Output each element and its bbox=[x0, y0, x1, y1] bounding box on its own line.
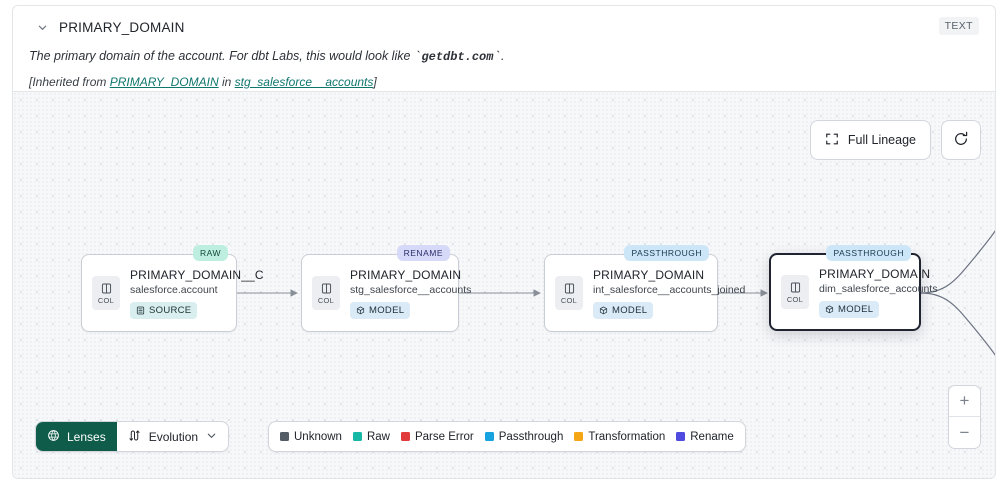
node-title: PRIMARY_DOMAIN bbox=[819, 266, 931, 281]
cube-icon bbox=[599, 306, 608, 314]
inherited-prefix: [Inherited from bbox=[29, 74, 110, 89]
legend-label: Unknown bbox=[294, 430, 342, 443]
node-kind-badge: MODEL bbox=[350, 301, 411, 319]
column-icon-label: COL bbox=[97, 295, 115, 305]
full-lineage-label: Full Lineage bbox=[847, 133, 916, 147]
column-icon-label: COL bbox=[560, 295, 578, 305]
lineage-legend: Unknown Raw Parse Error Passthrough Tran… bbox=[268, 421, 746, 452]
node-tag-badge: PASSTHROUGH bbox=[624, 245, 709, 261]
lineage-canvas[interactable]: RAW COL PRIMARY_DOMAIN__C salesforce.acc… bbox=[12, 91, 996, 479]
full-lineage-button[interactable]: Full Lineage bbox=[809, 120, 931, 160]
type-badge: TEXT bbox=[938, 17, 979, 35]
node-kind-badge: MODEL bbox=[593, 301, 654, 319]
canvas-controls: Full Lineage bbox=[809, 120, 981, 160]
node-kind-label: MODEL bbox=[612, 304, 648, 316]
node-body: PRIMARY_DOMAIN int_salesforce__accounts_… bbox=[593, 268, 745, 319]
zoom-controls: + − bbox=[948, 385, 981, 449]
lineage-node[interactable]: RENAME COL PRIMARY_DOMAIN stg_salesforce… bbox=[301, 245, 471, 332]
chevron-down-icon[interactable] bbox=[33, 18, 51, 36]
refresh-button[interactable] bbox=[941, 120, 981, 160]
lens-icon bbox=[47, 429, 60, 445]
chevron-down-icon bbox=[206, 430, 217, 444]
node-title: PRIMARY_DOMAIN bbox=[593, 267, 705, 282]
lineage-node[interactable]: PASSTHROUGH COL PRIMARY_DOMAIN int_sales… bbox=[544, 245, 745, 332]
legend-swatch-parse-error bbox=[400, 432, 410, 441]
lenses-button[interactable]: Lenses bbox=[36, 422, 117, 451]
legend-swatch-passthrough bbox=[484, 432, 494, 441]
lineage-node[interactable]: RAW COL PRIMARY_DOMAIN__C salesforce.acc… bbox=[81, 245, 264, 332]
legend-swatch-transformation bbox=[574, 432, 584, 441]
legend-item[interactable]: Passthrough bbox=[484, 430, 564, 443]
node-tag-badge: RAW bbox=[192, 245, 228, 261]
description-code: getdbt.com bbox=[421, 50, 494, 64]
inherited-model-link[interactable]: stg_salesforce__accounts bbox=[234, 74, 374, 89]
node-tag-badge: RENAME bbox=[396, 245, 450, 261]
cube-icon bbox=[356, 306, 365, 314]
legend-label: Parse Error bbox=[414, 430, 474, 443]
column-icon: COL bbox=[781, 275, 809, 309]
column-icon: COL bbox=[92, 276, 120, 310]
evolution-arrows-icon bbox=[128, 429, 141, 445]
legend-swatch-rename bbox=[676, 432, 686, 441]
lineage-edges bbox=[237, 230, 995, 356]
node-kind-label: MODEL bbox=[369, 304, 405, 316]
legend-item[interactable]: Parse Error bbox=[400, 430, 474, 443]
description-text: The primary domain of the account. For d… bbox=[29, 49, 414, 63]
node-tag-badge: PASSTHROUGH bbox=[826, 245, 911, 261]
cube-icon bbox=[825, 305, 834, 313]
edge-out-upper bbox=[920, 230, 995, 294]
inherited-middle: in bbox=[218, 74, 235, 89]
zoom-out-button[interactable]: − bbox=[959, 422, 970, 442]
inherited-suffix: ] bbox=[373, 74, 377, 89]
node-body: PRIMARY_DOMAIN__C salesforce.account SOU… bbox=[130, 268, 264, 319]
column-icon: COL bbox=[555, 276, 583, 310]
node-body: PRIMARY_DOMAIN dim_salesforce_accounts M… bbox=[819, 267, 937, 318]
node-kind-label: MODEL bbox=[838, 303, 874, 315]
lenses-label: Lenses bbox=[67, 429, 106, 444]
node-kind-badge: MODEL bbox=[819, 300, 880, 318]
node-body: PRIMARY_DOMAIN stg_salesforce__accounts … bbox=[350, 268, 471, 319]
node-subtitle: int_salesforce__accounts_joined bbox=[593, 283, 746, 296]
backtick-open: ` bbox=[413, 50, 422, 64]
lineage-node-selected[interactable]: PASSTHROUGH COL PRIMARY_DOMAIN dim_sales… bbox=[769, 245, 937, 331]
refresh-icon bbox=[953, 131, 969, 150]
column-description: The primary domain of the account. For d… bbox=[29, 48, 979, 66]
header-top-row: PRIMARY_DOMAIN bbox=[29, 16, 979, 38]
legend-label: Passthrough bbox=[498, 430, 564, 443]
database-icon bbox=[136, 306, 145, 314]
legend-swatch-unknown bbox=[280, 432, 289, 441]
legend-label: Raw bbox=[366, 430, 390, 443]
expand-frame-icon bbox=[825, 132, 839, 149]
inherited-from-line: [Inherited from PRIMARY_DOMAIN in stg_sa… bbox=[29, 75, 979, 89]
legend-item[interactable]: Transformation bbox=[574, 431, 665, 443]
legend-item[interactable]: Rename bbox=[676, 430, 734, 443]
page-title: PRIMARY_DOMAIN bbox=[59, 19, 185, 35]
backtick-close: ` bbox=[493, 50, 501, 64]
legend-label: Transformation bbox=[588, 430, 666, 443]
column-icon: COL bbox=[312, 276, 340, 310]
zoom-in-button[interactable]: + bbox=[949, 386, 980, 417]
node-kind-badge: SOURCE bbox=[130, 301, 198, 319]
node-kind-label: SOURCE bbox=[149, 304, 192, 316]
inherited-column-link[interactable]: PRIMARY_DOMAIN bbox=[109, 74, 219, 89]
node-subtitle: dim_salesforce_accounts bbox=[819, 282, 938, 295]
evolution-label: Evolution bbox=[148, 429, 199, 444]
description-suffix: . bbox=[500, 49, 505, 63]
legend-label: Rename bbox=[690, 430, 734, 443]
node-subtitle: stg_salesforce__accounts bbox=[350, 283, 472, 296]
legend-swatch-raw bbox=[352, 432, 362, 441]
node-title: PRIMARY_DOMAIN bbox=[350, 267, 462, 282]
column-icon-label: COL bbox=[317, 295, 335, 305]
edge-out-lower bbox=[920, 292, 995, 356]
legend-item[interactable]: Unknown bbox=[280, 431, 342, 443]
column-header-panel: PRIMARY_DOMAIN TEXT The primary domain o… bbox=[12, 5, 996, 91]
legend-item[interactable]: Raw bbox=[352, 430, 390, 443]
lenses-toolbar: Lenses Evolution bbox=[35, 421, 230, 452]
node-title: PRIMARY_DOMAIN__C bbox=[130, 267, 264, 282]
evolution-dropdown[interactable]: Evolution bbox=[117, 422, 228, 451]
node-subtitle: salesforce.account bbox=[130, 283, 218, 296]
column-icon-label: COL bbox=[786, 294, 804, 304]
